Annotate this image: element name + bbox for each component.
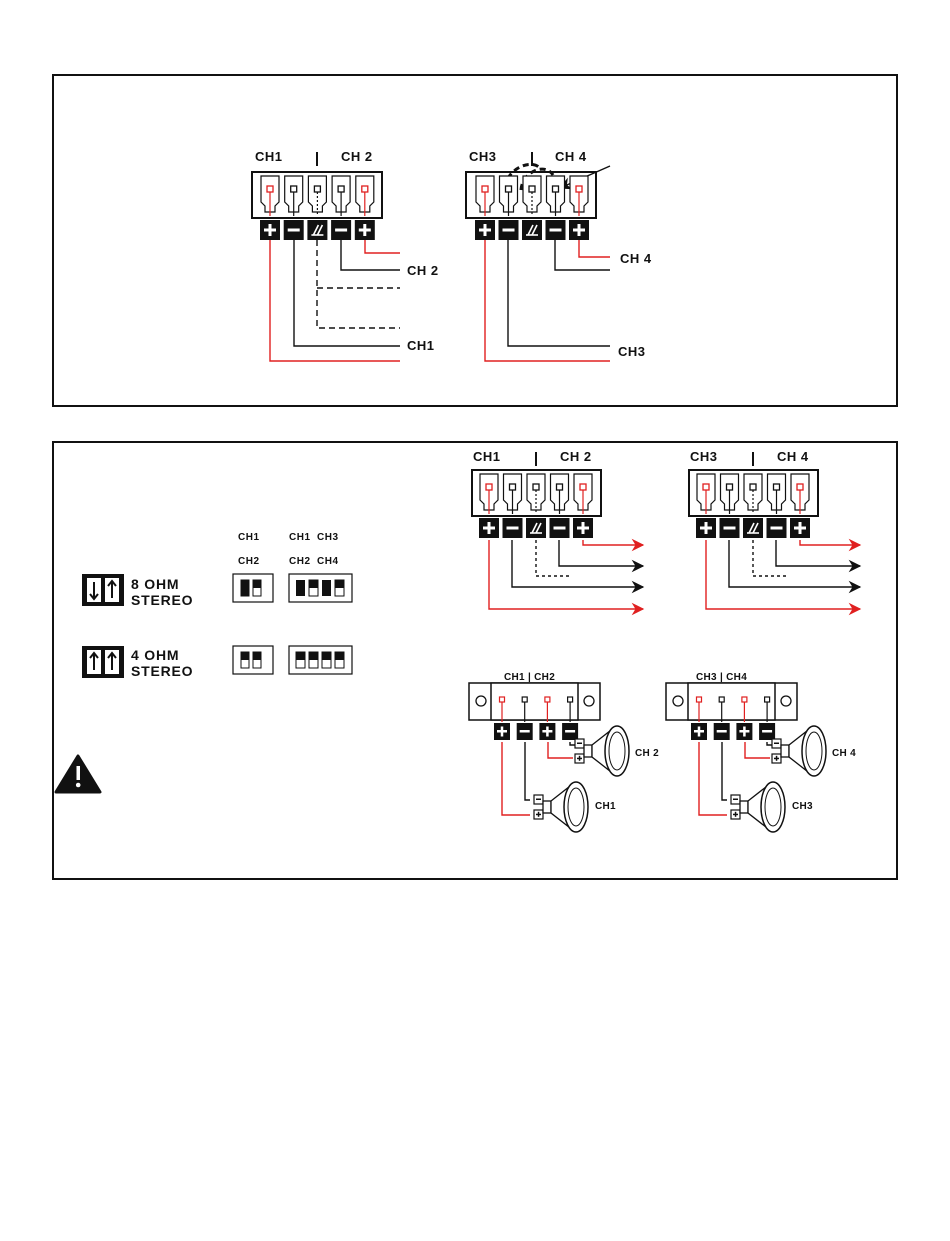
mode-8ohm-line2: STEREO	[131, 592, 193, 608]
switch-header-ch1: CH1	[238, 532, 260, 543]
switch-header-ch1-ch3: CH1 CH3	[289, 532, 339, 543]
label-ch4: CH 4	[555, 149, 587, 164]
plug-header: CH1 | CH2	[504, 672, 555, 683]
speaker-icon	[575, 726, 629, 776]
label-ch3: CH3	[469, 149, 497, 164]
bottom-wires-right	[706, 540, 860, 609]
switch-header-ch2: CH2	[238, 556, 260, 567]
mode-4ohm-line2: STEREO	[131, 663, 193, 679]
speaker-label-ch1: CH1	[595, 801, 616, 812]
top-panel-frame	[53, 75, 897, 406]
top-wires-left: CH 2 CH1	[270, 240, 439, 361]
top-wires-right: CH 4 CH3	[485, 240, 652, 361]
switch-icon	[82, 574, 124, 606]
label-ch4: CH 4	[777, 449, 809, 464]
wire-label-ch1: CH1	[407, 338, 435, 353]
mode-8ohm-stereo: 8 OHM STEREO	[82, 574, 352, 608]
label-ch2: CH 2	[560, 449, 592, 464]
speaker-icon	[772, 726, 826, 776]
label-ch1: CH1	[255, 149, 283, 164]
wire-label-ch2: CH 2	[407, 263, 439, 278]
label-ch3: CH3	[690, 449, 718, 464]
speaker-icon	[534, 782, 588, 832]
warning-icon	[56, 756, 100, 792]
speaker-label-ch2: CH 2	[635, 748, 659, 759]
mode-8ohm-line1: 8 OHM	[131, 576, 179, 592]
wire-label-ch3: CH3	[618, 344, 646, 359]
switch-header-ch2-ch4: CH2 CH4	[289, 556, 339, 567]
bottom-wires-left	[489, 540, 643, 609]
switch-icon	[82, 646, 124, 678]
label-ch2: CH 2	[341, 149, 373, 164]
label-ch1: CH1	[473, 449, 501, 464]
speaker-icon	[731, 782, 785, 832]
plug-header: CH3 | CH4	[696, 672, 747, 683]
speaker-label-ch4: CH 4	[832, 748, 856, 759]
mode-4ohm-stereo: 4 OHM STEREO	[82, 646, 352, 679]
wire-label-ch4: CH 4	[620, 251, 652, 266]
mode-4ohm-line1: 4 OHM	[131, 647, 179, 663]
speaker-label-ch3: CH3	[792, 801, 813, 812]
